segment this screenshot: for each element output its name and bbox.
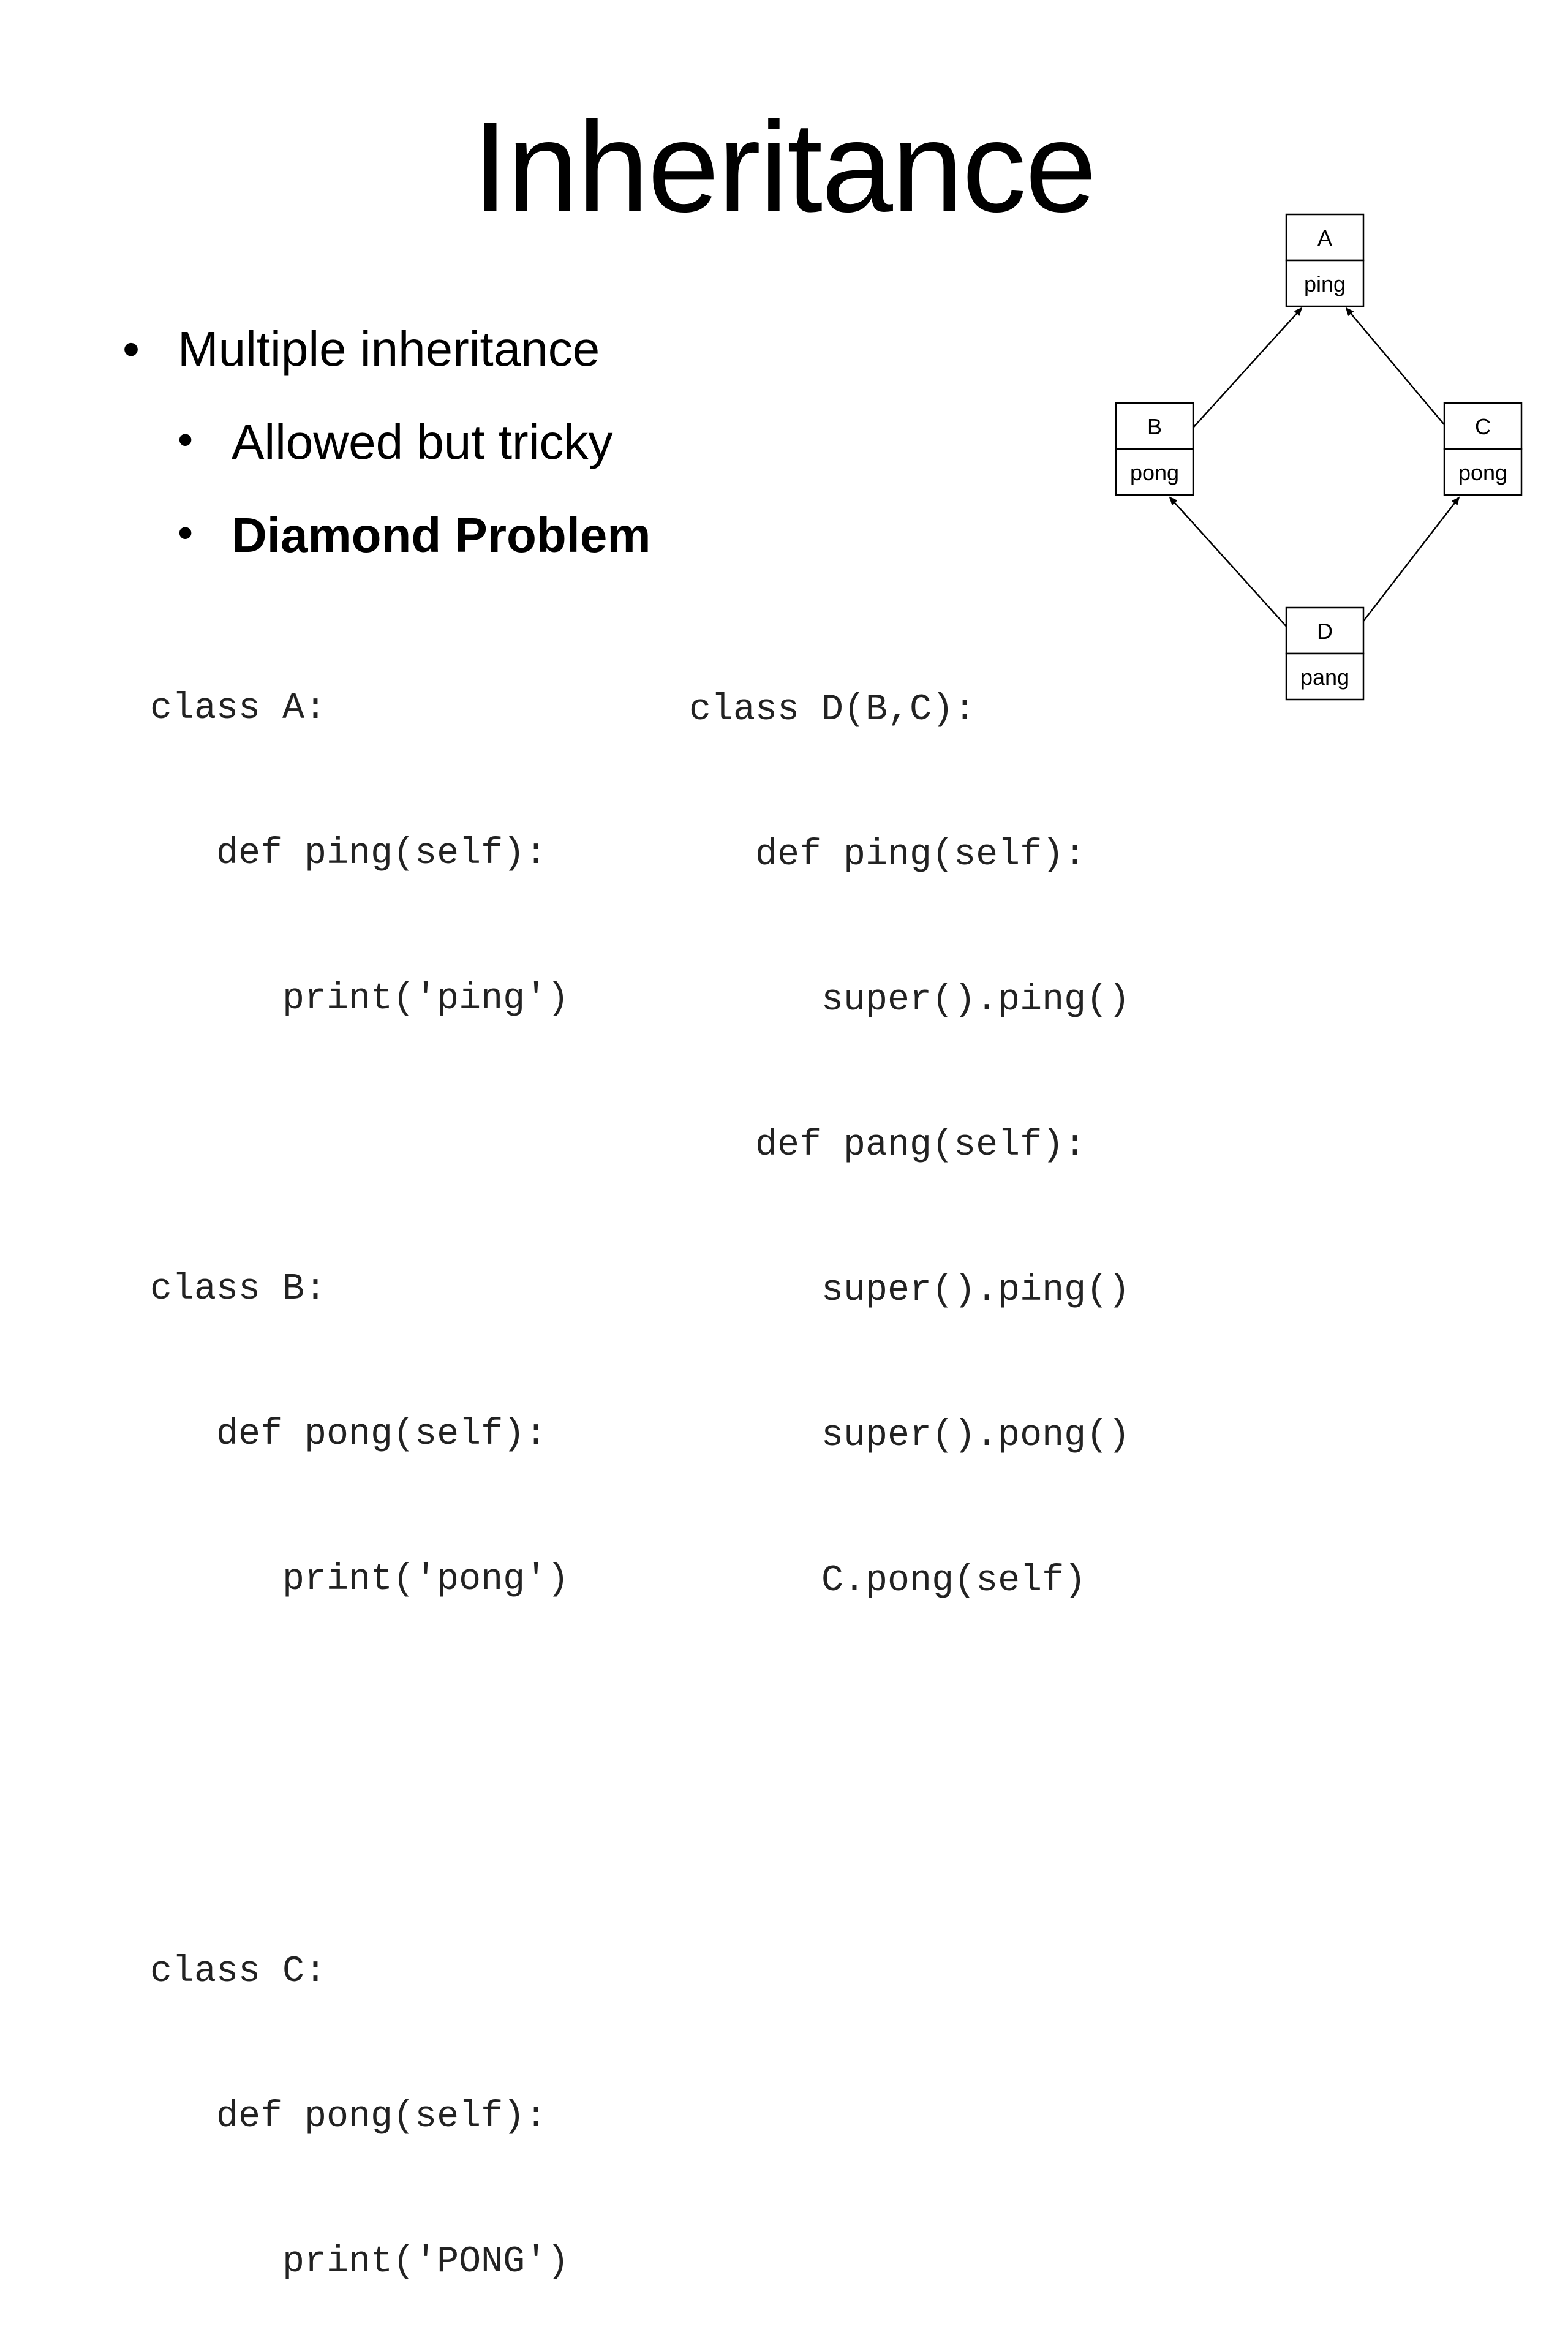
edge-d-to-b	[1169, 496, 1306, 649]
code-line: def pong(self):	[150, 1414, 548, 1455]
node-a-method: ping	[1304, 271, 1346, 296]
bullet-dot: •	[178, 415, 194, 464]
code-line: print('ping')	[150, 978, 570, 1020]
node-a-name: A	[1317, 225, 1332, 251]
code-line: super().ping()	[689, 1270, 1131, 1311]
code-line: class B:	[150, 1269, 327, 1310]
code-line: class D(B,C):	[689, 689, 976, 731]
bullet-dot: •	[123, 322, 140, 376]
diamond-inheritance-diagram: A ping B pong C pong D pang	[1090, 202, 1531, 717]
code-line: def pang(self):	[689, 1125, 1087, 1166]
node-b-name: B	[1147, 414, 1162, 439]
slide-title: Inheritance	[472, 95, 1096, 239]
code-line: C.pong(self)	[689, 1560, 1087, 1602]
edge-b-to-a	[1175, 307, 1303, 447]
node-c: C pong	[1443, 402, 1523, 496]
code-line: def pong(self):	[150, 2096, 548, 2138]
code-line: super().pong()	[689, 1415, 1131, 1457]
node-c-name: C	[1475, 414, 1491, 439]
node-b: B pong	[1115, 402, 1194, 496]
node-b-method: pong	[1130, 460, 1179, 485]
code-line: print('PONG')	[150, 2241, 570, 2283]
node-d-name: D	[1317, 619, 1333, 644]
diagram-svg: A ping B pong C pong D pang	[1115, 213, 1523, 701]
code-line	[150, 1120, 569, 1169]
bullet-text: Allowed but tricky	[232, 415, 613, 469]
code-line	[150, 1846, 569, 1851]
edge-c-to-a	[1345, 307, 1463, 447]
node-c-method: pong	[1458, 460, 1507, 485]
code-line	[150, 1701, 569, 1749]
code-line: print('pong')	[150, 1559, 570, 1601]
node-d: D pang	[1285, 606, 1365, 701]
node-d-method: pang	[1300, 665, 1349, 690]
code-block-classes-abc: class A: def ping(self): print('ping') c…	[150, 588, 569, 2335]
code-line: class C:	[150, 1951, 327, 1993]
bullet-text: Multiple inheritance	[178, 322, 600, 376]
bullet-dot: •	[178, 508, 194, 557]
code-line: def ping(self):	[689, 834, 1087, 876]
code-block-class-d: class D(B,C): def ping(self): super().pi…	[689, 589, 1130, 1654]
code-line: super().ping()	[689, 979, 1131, 1021]
node-a: A ping	[1285, 213, 1365, 307]
code-line: class A:	[150, 688, 327, 730]
code-line: def ping(self):	[150, 833, 548, 875]
bullet-text: Diamond Problem	[232, 508, 651, 562]
